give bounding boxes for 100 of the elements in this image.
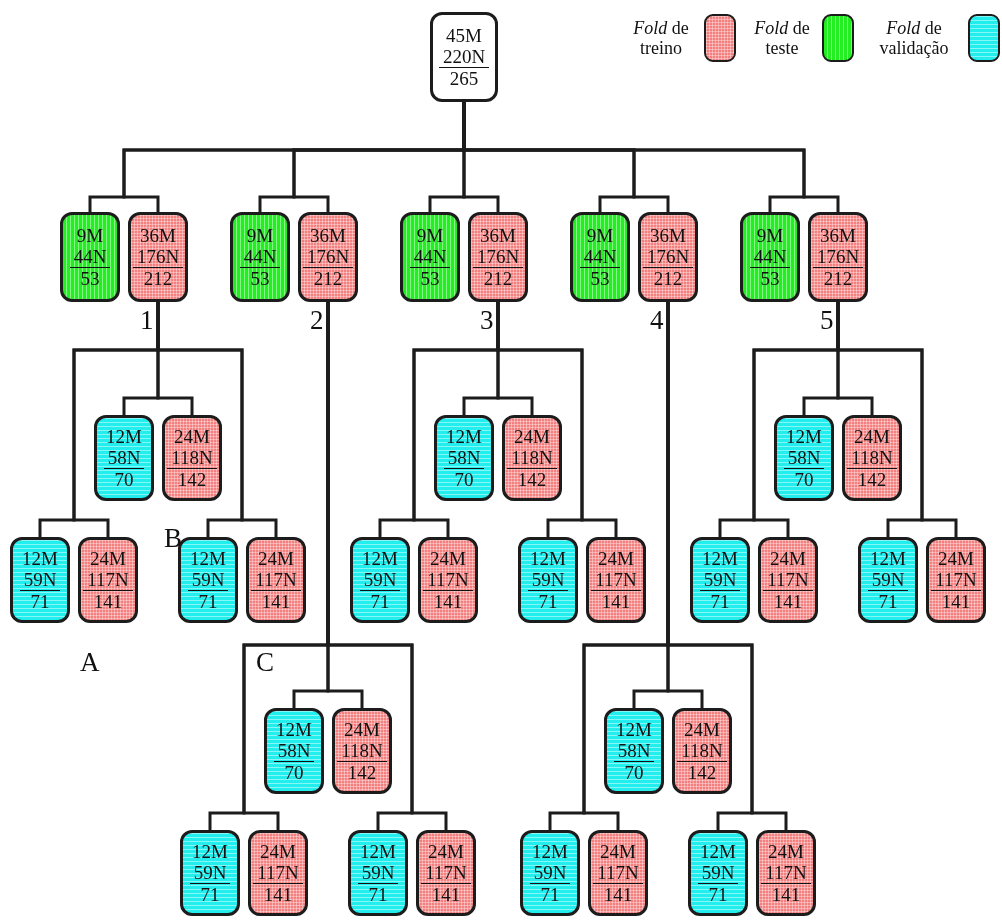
count-text: 117N [253,862,303,884]
count-text: 9M [585,225,615,246]
count-text: 24M [343,719,381,740]
count-text: 12M [701,548,739,569]
count-text: 212 [822,268,854,289]
count-box [518,537,578,623]
count-text: 118N [677,740,727,762]
count-text: 70 [283,762,305,783]
count-text: 24M [853,426,891,447]
count-text: 117N [591,569,641,591]
count-box [468,212,528,302]
count-text: 36M [649,225,687,246]
count-text: 141 [770,884,802,905]
count-text: 141 [430,884,462,905]
count-box [10,537,70,623]
count-box [688,830,748,916]
count-text: 142 [686,762,718,783]
count-text: 176N [302,246,354,268]
count-text: 53 [419,268,441,289]
count-box [298,212,358,302]
count-text: 117N [931,569,981,591]
count-text: 24M [173,426,211,447]
count-text: 118N [167,447,217,469]
count-text: 220N [438,46,490,68]
count-text: 59N [867,569,909,591]
count-text: 12M [105,426,143,447]
count-box [774,415,834,501]
count-text: 53 [589,268,611,289]
legend-text: Fold de treino [632,18,690,58]
tree-connector [156,302,278,537]
count-text: 53 [79,268,101,289]
count-text: 212 [312,268,344,289]
count-text: 36M [309,225,347,246]
count-text: 53 [249,268,271,289]
count-box [638,212,698,302]
count-text: 24M [259,841,297,862]
count-box [400,212,460,302]
count-text: 71 [369,591,391,612]
count-text: 24M [513,426,551,447]
count-text: 36M [139,225,177,246]
count-box [348,830,408,916]
count-text: 9M [755,225,785,246]
count-text: 141 [260,591,292,612]
count-text: 24M [89,548,127,569]
count-text: 44N [409,246,451,268]
count-text: 12M [275,719,313,740]
count-text: 9M [415,225,445,246]
count-text: 45M [445,25,483,46]
tree-connector [496,302,618,537]
count-text: 12M [191,841,229,862]
count-text: 59N [697,862,739,884]
count-text: 71 [197,591,219,612]
count-text: 141 [600,591,632,612]
count-box [78,537,138,623]
count-text: 118N [507,447,557,469]
count-box [586,537,646,623]
count-box [672,708,732,794]
count-text: 118N [337,740,387,762]
annotation-label: 1 [140,306,154,334]
count-box [756,830,816,916]
annotation-label: C [256,648,274,676]
count-text: 176N [132,246,184,268]
count-box [248,830,308,916]
count-text: 12M [529,548,567,569]
count-text: 118N [847,447,897,469]
count-text: 142 [176,469,208,490]
count-text: 71 [707,884,729,905]
count-text: 12M [615,719,653,740]
count-text: 12M [531,841,569,862]
count-text: 36M [819,225,857,246]
count-text: 59N [527,569,569,591]
count-text: 141 [772,591,804,612]
count-text: 70 [793,469,815,490]
count-box [332,708,392,794]
annotation-label: A [80,648,100,676]
count-text: 142 [856,469,888,490]
count-box [350,537,410,623]
count-box [758,537,818,623]
count-text: 58N [443,447,485,469]
count-text: 59N [189,862,231,884]
count-text: 59N [187,569,229,591]
count-box [690,537,750,623]
count-text: 12M [785,426,823,447]
count-box [94,415,154,501]
count-box [842,415,902,501]
count-text: 9M [75,225,105,246]
count-text: 141 [92,591,124,612]
count-box [858,537,918,623]
count-text: 24M [427,841,465,862]
count-text: 9M [245,225,275,246]
annotation-label: 3 [480,306,494,334]
count-text: 58N [613,740,655,762]
count-text: 24M [429,548,467,569]
count-text: 44N [69,246,111,268]
count-text: 117N [421,862,471,884]
count-text: 12M [361,548,399,569]
count-text: 12M [359,841,397,862]
count-text: 71 [709,591,731,612]
count-text: 71 [29,591,51,612]
count-text: 176N [472,246,524,268]
